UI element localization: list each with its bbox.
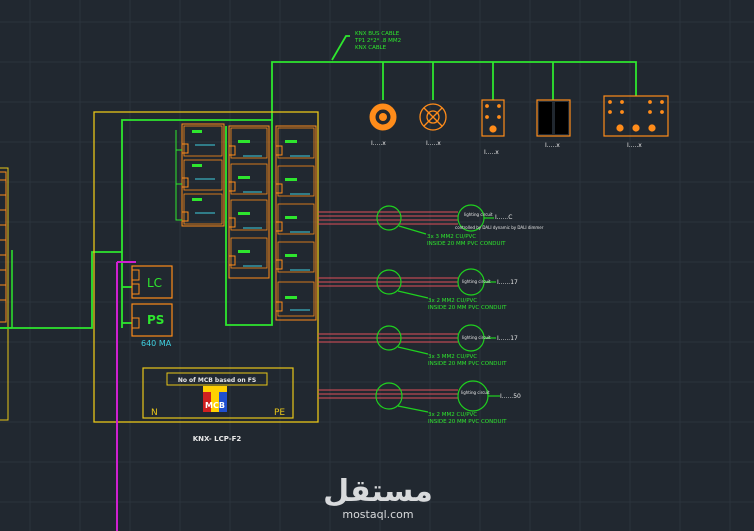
bus-cable-label-2: TP1 2*2* .8 MM2 (354, 38, 401, 44)
conduit-markers (375, 205, 429, 413)
circuit-conduit-spec: INSIDE 20 MM PVC CONDUIT (428, 419, 507, 425)
circuit-id: I......50 (500, 393, 521, 400)
device-label: I.....x (627, 142, 642, 149)
device-label: I.....x (371, 140, 386, 147)
earth-label: PE (274, 408, 285, 418)
mcb-note: No of MCB based on FS (178, 377, 256, 384)
module-column-2 (228, 125, 270, 279)
circuit-note: controlled by DALI dynamic by DALI dimme… (455, 225, 544, 230)
device-push-button[interactable] (481, 99, 505, 137)
device-label: I.....x (426, 140, 441, 147)
watermark-logo: مستقل (323, 474, 433, 509)
circuit-cable-spec: 3x 3 MM2 CU/PVC (428, 354, 477, 360)
circuit-conduit-spec: INSIDE 20 MM PVC CONDUIT (428, 361, 507, 367)
neutral-label: N (151, 408, 158, 418)
lcp-panel-enclosure (93, 111, 319, 423)
mcb-label: MCB (205, 401, 225, 410)
circuit-cables (318, 211, 458, 399)
circuit-cable-spec: 3x 2 MM2 CU/PVC (428, 412, 477, 418)
watermark-url: mostaql.com (342, 508, 413, 521)
ps-rating: 640 MA (141, 339, 172, 348)
module-column-1 (175, 123, 225, 227)
magenta-feeder (116, 261, 136, 531)
circuit-id: I......17 (497, 335, 518, 342)
lc-label: LC (147, 276, 162, 290)
mcb-area (142, 367, 294, 419)
circuit-id: I......C (495, 214, 512, 221)
lc-module[interactable] (131, 265, 173, 299)
device-label: I.....x (484, 149, 499, 156)
device-label: I.....x (545, 142, 560, 149)
device-round-sensor[interactable] (369, 103, 397, 131)
circuit-cable-spec: 3x 3 MM2 CU/PVC (427, 234, 476, 240)
circuit-load: lighting circuit (464, 212, 493, 217)
device-switch-panel[interactable] (536, 99, 571, 137)
bus-cable-label-3: KNX CABLE (355, 45, 387, 51)
load-circles (457, 204, 500, 412)
mcb-note-box (166, 372, 268, 386)
device-presence-detector[interactable] (419, 103, 447, 131)
circuit-load: lighting circuit (461, 390, 490, 395)
circuit-load: lighting circuit (462, 279, 491, 284)
module-column-3 (275, 125, 317, 321)
circuit-cable-spec: 3x 2 MM2 CU/PVC (428, 298, 477, 304)
circuit-id: I......17 (497, 279, 518, 286)
mcb-block[interactable] (203, 386, 227, 412)
circuit-conduit-spec: INSIDE 20 MM PVC CONDUIT (427, 241, 506, 247)
ps-module[interactable] (131, 303, 173, 337)
panel-name: KNX- LCP-F2 (193, 435, 242, 443)
knx-bus-network (0, 35, 637, 329)
circuit-conduit-spec: INSIDE 20 MM PVC CONDUIT (428, 305, 507, 311)
bus-cable-label-1: KNX BUS CABLE (355, 31, 400, 37)
ps-label: PS (147, 313, 164, 327)
circuit-load: lighting circuit (462, 335, 491, 340)
device-room-controller[interactable] (603, 95, 669, 137)
